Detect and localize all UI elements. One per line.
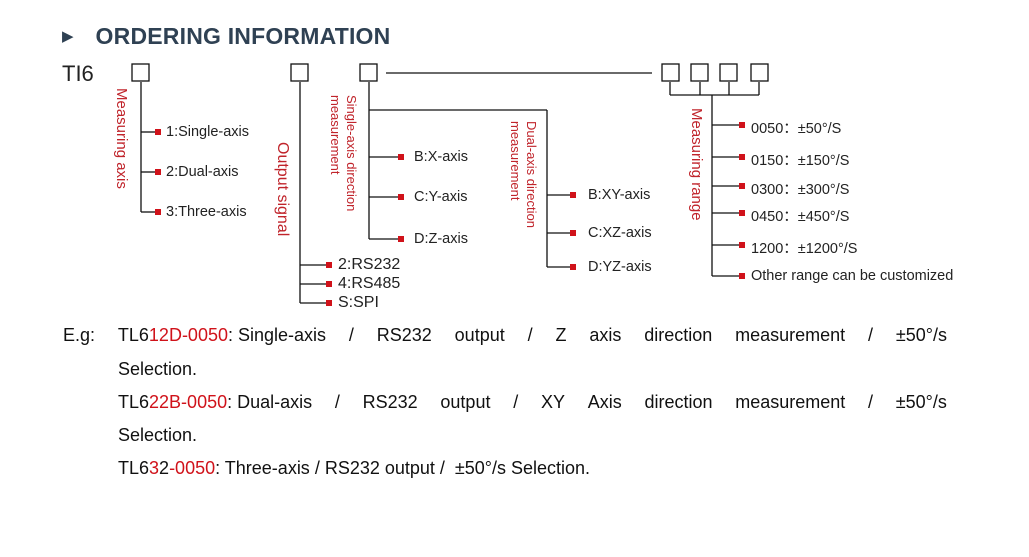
example-2: TL622B-0050: Dual-axis / RS232 output / … bbox=[118, 392, 947, 413]
code-box-direction bbox=[359, 63, 378, 82]
bullet-marker bbox=[398, 236, 404, 242]
label-single-axis-direction-line1: Single-axis direction bbox=[344, 95, 359, 212]
label-measuring-range: Measuring range bbox=[688, 108, 705, 221]
example-1-code-red: 12D-0050 bbox=[148, 325, 228, 345]
label-dual-axis-direction-line1: Dual-axis direction bbox=[524, 121, 539, 228]
example-1: E.g: TL612D-0050: Single-axis / RS232 ou… bbox=[63, 325, 947, 346]
label-output-signal: Output signal bbox=[274, 142, 291, 237]
model-prefix: TI6 bbox=[62, 61, 94, 86]
option-range-custom: Other range can be customized bbox=[751, 268, 954, 284]
example-3-desc: : Three-axis / RS232 output / ±50°/s Sel… bbox=[215, 458, 591, 478]
code-box-axis bbox=[131, 63, 150, 82]
bullet-marker bbox=[570, 264, 576, 270]
example-2-word: XY bbox=[540, 392, 565, 412]
option-range-1200: 1200：±1200°/S bbox=[751, 241, 858, 257]
option-xy-axis: B:XY-axis bbox=[588, 187, 651, 203]
label-dual-axis-direction-line2: measurement bbox=[508, 121, 523, 201]
title-arrow-icon: ▶ bbox=[62, 28, 74, 45]
example-1-word: Z bbox=[555, 325, 567, 345]
label-single-axis-direction-line2: measurement bbox=[328, 95, 343, 175]
title-text: ORDERING INFORMATION bbox=[95, 22, 391, 49]
example-1-word: direction bbox=[644, 325, 713, 345]
option-xz-axis: C:XZ-axis bbox=[588, 225, 652, 241]
option-dual-axis: 2:Dual-axis bbox=[166, 164, 239, 180]
example-3-code-red-1: 3 bbox=[149, 458, 160, 478]
example-2-word: / bbox=[334, 392, 340, 412]
example-2-word: output bbox=[440, 392, 491, 412]
code-box-range-1 bbox=[661, 63, 680, 82]
example-1-word: / bbox=[348, 325, 354, 345]
example-2-code-red: 22B-0050 bbox=[149, 392, 228, 412]
example-1-word: RS232 bbox=[376, 325, 432, 345]
bullet-marker bbox=[739, 122, 745, 128]
bullet-marker bbox=[570, 192, 576, 198]
example-2-code-prefix: TL6 bbox=[118, 392, 150, 412]
example-2-word: / bbox=[868, 392, 874, 412]
example-1-word: output bbox=[454, 325, 505, 345]
option-z-axis: D:Z-axis bbox=[414, 231, 468, 247]
example-1-word: axis bbox=[589, 325, 622, 345]
example-2-word: ±50°/s bbox=[895, 392, 947, 412]
example-1-continuation: Selection. bbox=[118, 359, 198, 379]
example-2-word: direction bbox=[644, 392, 713, 412]
option-rs485: 4:RS485 bbox=[338, 275, 401, 292]
example-1-desc-start: : Single-axis bbox=[227, 325, 327, 345]
code-box-range-4 bbox=[750, 63, 769, 82]
bullet-marker bbox=[739, 242, 745, 248]
example-2-word: RS232 bbox=[362, 392, 418, 412]
example-1-word: / bbox=[527, 325, 533, 345]
bullet-marker bbox=[398, 154, 404, 160]
code-box-range-2 bbox=[690, 63, 709, 82]
option-x-axis: B:X-axis bbox=[414, 149, 468, 165]
option-y-axis: C:Y-axis bbox=[414, 189, 468, 205]
option-range-0150: 0150：±150°/S bbox=[751, 153, 850, 169]
bullet-marker bbox=[398, 194, 404, 200]
example-2-desc-start: : Dual-axis bbox=[227, 392, 313, 412]
option-rs232: 2:RS232 bbox=[338, 256, 401, 273]
option-yz-axis: D:YZ-axis bbox=[588, 259, 652, 275]
label-dual-axis-direction: Dual-axis direction measurement bbox=[507, 121, 539, 228]
option-range-0300: 0300：±300°/S bbox=[751, 182, 850, 198]
example-3: TL632-0050: Three-axis / RS232 output / … bbox=[118, 458, 590, 479]
bullet-marker bbox=[739, 183, 745, 189]
example-3-code-red-2: -0050 bbox=[169, 458, 216, 478]
example-1-word: measurement bbox=[735, 325, 846, 345]
option-range-0050: 0050：±50°/S bbox=[751, 121, 842, 137]
bullet-marker bbox=[155, 129, 161, 135]
example-2-word: / bbox=[513, 392, 519, 412]
label-single-axis-direction: Single-axis direction measurement bbox=[327, 95, 359, 211]
option-single-axis: 1:Single-axis bbox=[166, 124, 250, 140]
bullet-marker bbox=[326, 281, 332, 287]
option-spi: S:SPI bbox=[338, 294, 379, 311]
bullet-marker bbox=[739, 273, 745, 279]
example-2-code: TL622B-0050: Dual-axis bbox=[118, 392, 312, 413]
bullet-marker bbox=[739, 210, 745, 216]
bullet-marker bbox=[326, 262, 332, 268]
example-label: E.g: bbox=[63, 325, 96, 345]
bullet-marker bbox=[155, 169, 161, 175]
example-3-code-mid: 2 bbox=[159, 458, 170, 478]
bullet-marker bbox=[570, 230, 576, 236]
example-2-word: measurement bbox=[735, 392, 846, 412]
bullet-marker bbox=[326, 300, 332, 306]
option-range-0450: 0450：±450°/S bbox=[751, 209, 850, 225]
option-three-axis: 3:Three-axis bbox=[166, 204, 247, 220]
label-measuring-axis: Measuring axis bbox=[113, 88, 130, 189]
bullet-marker bbox=[739, 154, 745, 160]
example-1-code-prefix: TL6 bbox=[117, 325, 149, 345]
section-title: ▶ ORDERING INFORMATION bbox=[62, 22, 390, 50]
example-1-code: TL612D-0050: Single-axis bbox=[118, 325, 326, 346]
bullet-marker bbox=[155, 209, 161, 215]
code-box-range-3 bbox=[719, 63, 738, 82]
example-3-code-prefix: TL6 bbox=[118, 458, 150, 478]
example-1-word: ±50°/s bbox=[895, 325, 947, 345]
example-2-continuation: Selection. bbox=[118, 425, 198, 445]
example-1-word: / bbox=[868, 325, 874, 345]
code-box-output bbox=[290, 63, 309, 82]
example-2-word: Axis bbox=[587, 392, 622, 412]
